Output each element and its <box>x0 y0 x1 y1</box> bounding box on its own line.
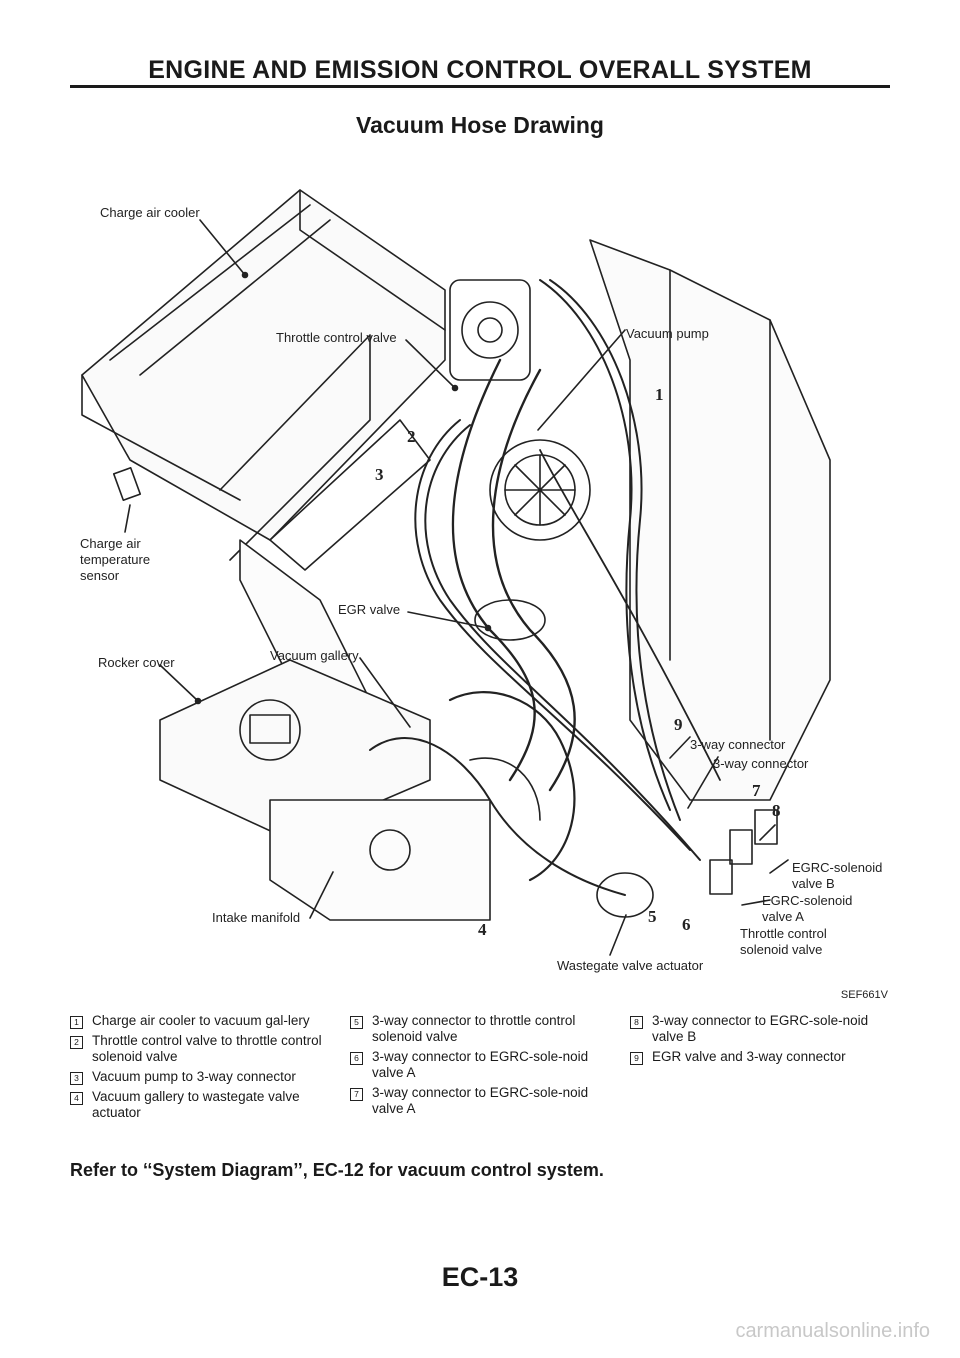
figure-code: SEF661V <box>841 989 889 1001</box>
callout-9: 9 <box>674 715 683 734</box>
callout-5: 5 <box>648 907 657 926</box>
legend-num: 6 <box>350 1052 363 1065</box>
legend-text: Throttle control valve to throttle contr… <box>92 1033 322 1064</box>
label-vacuum-gallery: Vacuum gallery <box>270 648 359 663</box>
legend-num: 8 <box>630 1016 643 1029</box>
label-intake-manifold: Intake manifold <box>212 910 300 925</box>
watermark: carmanualsonline.info <box>735 1320 930 1342</box>
legend-item: 1 Charge air cooler to vacuum gal-lery <box>70 1013 330 1029</box>
callout-1: 1 <box>655 385 664 404</box>
legend-item: 2 Throttle control valve to throttle cont… <box>70 1033 330 1065</box>
label-rocker-cover: Rocker cover <box>98 655 175 670</box>
header-rule <box>70 85 890 88</box>
callout-3: 3 <box>375 465 384 484</box>
legend-text: 3-way connector to EGRC-sole-noid valve … <box>652 1013 869 1044</box>
legend-num: 5 <box>350 1016 363 1029</box>
label-egrc-b-2: valve B <box>792 876 835 891</box>
callout-4: 4 <box>478 920 487 939</box>
legend-text: 3-way connector to EGRC-sole-noid valve … <box>372 1085 589 1116</box>
legend-text: 3-way connector to EGRC-sole-noid valve … <box>372 1049 589 1080</box>
label-tcs-2: solenoid valve <box>740 942 822 957</box>
legend-item: 7 3-way connector to EGRC-sole-noid valve… <box>350 1085 610 1117</box>
callout-7: 7 <box>752 781 761 800</box>
label-wastegate-actuator: Wastegate valve actuator <box>557 958 704 973</box>
legend-item: 4 Vacuum gallery to wastegate valve actua… <box>70 1089 330 1121</box>
section-header: ENGINE AND EMISSION CONTROL OVERALL SYST… <box>148 56 812 84</box>
legend-item: 5 3-way connector to throttle control sol… <box>350 1013 610 1045</box>
vacuum-hose-drawing: Charge air cooler Throttle control valve… <box>80 189 889 1001</box>
label-3way-connector-1: 3-way connector <box>690 737 786 752</box>
legend-item: 9 EGR valve and 3-way connector <box>630 1049 890 1065</box>
label-egr-valve: EGR valve <box>338 602 400 617</box>
legend-item: 6 3-way connector to EGRC-sole-noid valve… <box>350 1049 610 1081</box>
label-3way-connector-2: 3-way connector <box>713 756 809 771</box>
label-charge-air-temp-3: sensor <box>80 568 120 583</box>
callout-2: 2 <box>407 427 416 446</box>
legend-text: Charge air cooler to vacuum gal-lery <box>92 1013 310 1028</box>
label-throttle-control-valve: Throttle control valve <box>276 330 397 345</box>
legend-text: 3-way connector to throttle control sole… <box>372 1013 576 1044</box>
label-charge-air-cooler: Charge air cooler <box>100 205 200 220</box>
legend-item: 3 Vacuum pump to 3-way connector <box>70 1069 330 1085</box>
callout-8: 8 <box>772 801 781 820</box>
legend-num: 7 <box>350 1088 363 1101</box>
legend-text: EGR valve and 3-way connector <box>652 1049 846 1064</box>
label-charge-air-temp-2: temperature <box>80 552 150 567</box>
label-egrc-a-1: EGRC-solenoid <box>762 893 852 908</box>
legend-item: 8 3-way connector to EGRC-sole-noid valve… <box>630 1013 890 1045</box>
label-charge-air-temp-1: Charge air <box>80 536 141 551</box>
label-tcs-1: Throttle control <box>740 926 827 941</box>
page-number: EC-13 <box>441 1262 519 1292</box>
legend-num: 9 <box>630 1052 643 1065</box>
legend-num: 1 <box>70 1016 83 1029</box>
legend-column-2: 5 3-way connector to throttle control sol… <box>350 1013 610 1125</box>
label-egrc-b-1: EGRC-solenoid <box>792 860 882 875</box>
label-egrc-a-2: valve A <box>762 909 804 924</box>
callout-6: 6 <box>682 915 691 934</box>
legend-column-3: 8 3-way connector to EGRC-sole-noid valve… <box>630 1013 890 1125</box>
legend-num: 2 <box>70 1036 83 1049</box>
page-title: Vacuum Hose Drawing <box>356 112 604 138</box>
label-vacuum-pump: Vacuum pump <box>626 326 709 341</box>
legend-text: Vacuum pump to 3-way connector <box>92 1069 296 1084</box>
legend-num: 3 <box>70 1072 83 1085</box>
legend-text: Vacuum gallery to wastegate valve actuat… <box>92 1089 300 1120</box>
legend-num: 4 <box>70 1092 83 1105</box>
reference-note: Refer to ‘‘System Diagram’’, EC-12 for v… <box>70 1160 604 1180</box>
